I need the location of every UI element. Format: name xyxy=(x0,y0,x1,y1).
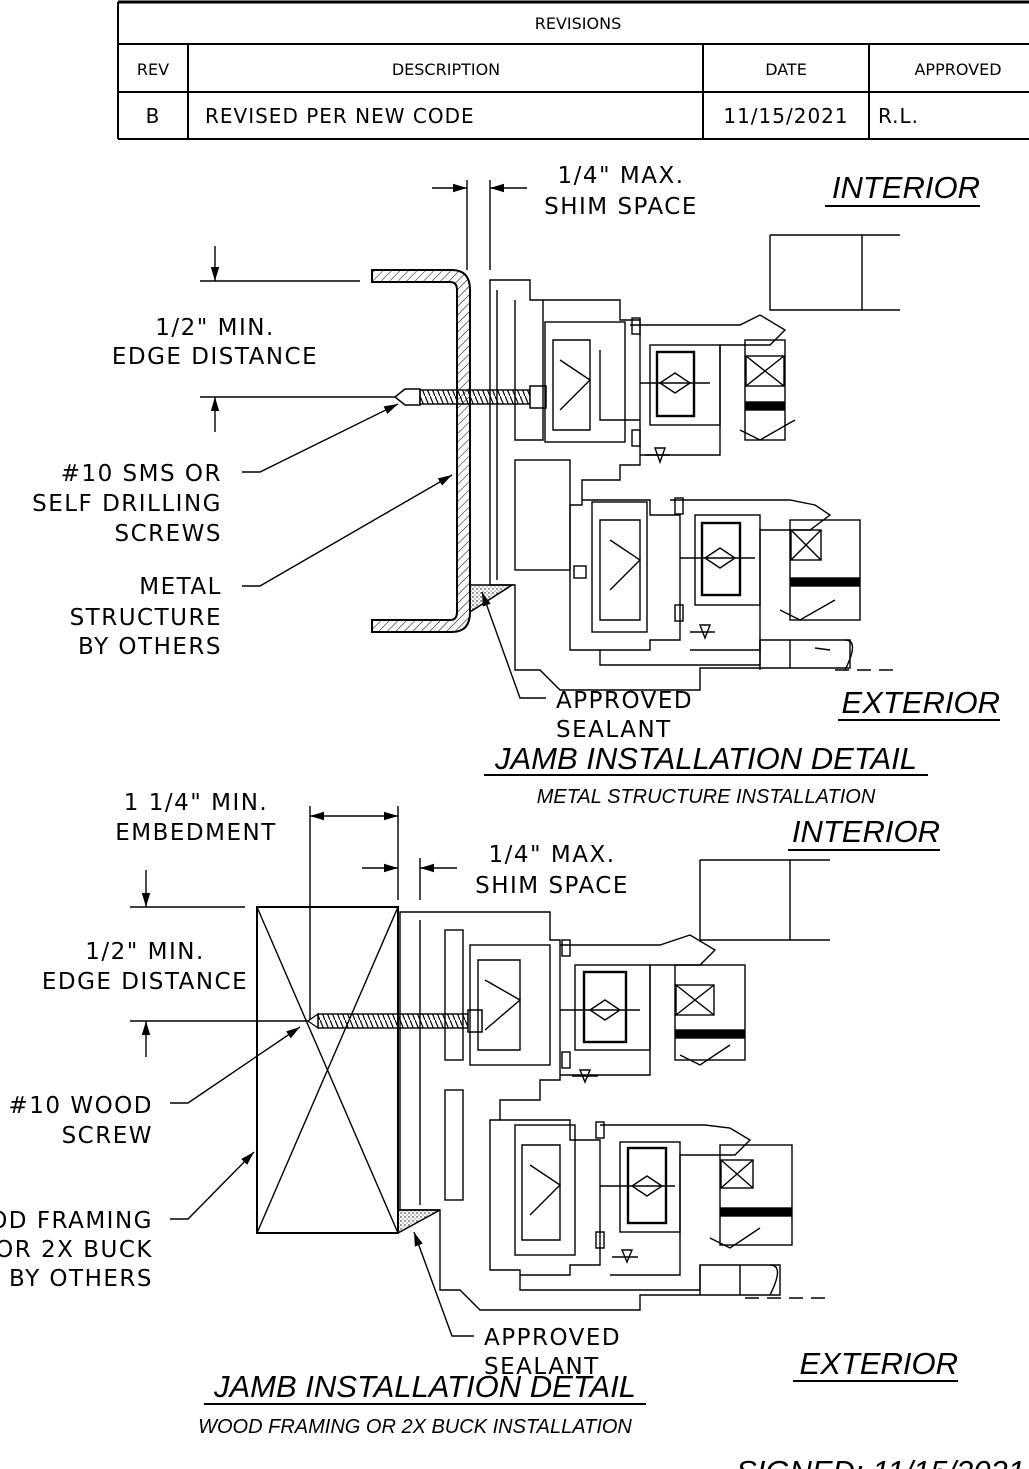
detail1-subtitle: METAL STRUCTURE INSTALLATION xyxy=(537,786,876,808)
wood-screw-line2: SCREW xyxy=(62,1123,153,1149)
detail2-subtitle: WOOD FRAMING OR 2X BUCK INSTALLATION xyxy=(198,1416,632,1438)
signed-stamp: SIGNED: 11/15/2021 xyxy=(736,1454,1025,1469)
sealant-line1: APPROVED xyxy=(556,688,693,714)
framing-line3: BY OTHERS xyxy=(9,1266,153,1292)
embed-dim-line2: EMBEDMENT xyxy=(115,820,277,846)
sealant2-line1: APPROVED xyxy=(484,1325,621,1351)
sms-screw xyxy=(393,385,547,409)
screws-line3: SCREWS xyxy=(114,521,222,547)
rev-value: B xyxy=(146,104,161,128)
description-header: DESCRIPTION xyxy=(392,60,500,79)
shim-dim-line1: 1/4" MAX. xyxy=(557,163,684,189)
sealant2-line2: SEALANT xyxy=(484,1354,600,1380)
shim2-line2: SHIM SPACE xyxy=(475,873,629,899)
exterior-label: EXTERIOR xyxy=(842,685,1000,720)
date-header: DATE xyxy=(765,60,807,79)
revisions-title: REVISIONS xyxy=(535,14,621,33)
date-value: 11/15/2021 xyxy=(723,104,848,128)
shim-dim-line2: SHIM SPACE xyxy=(544,194,698,220)
edge-dim-line1: 1/2" MIN. xyxy=(155,315,275,341)
wood-buck xyxy=(256,906,399,1234)
description-value: REVISED PER NEW CODE xyxy=(205,104,475,128)
window-frame-1 xyxy=(489,234,900,691)
framing-line2: OR 2X BUCK xyxy=(0,1237,153,1263)
exterior2-label: EXTERIOR xyxy=(800,1346,958,1381)
structure-line3: BY OTHERS xyxy=(78,634,222,660)
shim2-line1: 1/4" MAX. xyxy=(488,842,615,868)
wood-screw-line1: #10 WOOD xyxy=(8,1093,153,1119)
window-frame-2b xyxy=(500,1119,830,1299)
window-frame-1b xyxy=(582,497,900,671)
rev-header: REV xyxy=(137,60,169,79)
approved-value: R.L. xyxy=(878,104,919,128)
approved-header: APPROVED xyxy=(914,60,1001,79)
structure-line2: STRUCTURE xyxy=(70,605,222,631)
screws-line1: #10 SMS OR xyxy=(61,461,222,487)
interior2-label: INTERIOR xyxy=(792,814,940,849)
structure-line1: METAL xyxy=(139,574,222,600)
edge-dim-line2: EDGE DISTANCE xyxy=(112,344,318,370)
window-frame-2 xyxy=(399,859,830,1311)
wood-screw xyxy=(306,1009,483,1033)
revisions-table: REVISIONS REV DESCRIPTION DATE APPROVED … xyxy=(117,0,1029,140)
detail1-title: JAMB INSTALLATION DETAIL xyxy=(494,741,917,776)
interior-label: INTERIOR xyxy=(832,170,980,205)
edge2-line2: EDGE DISTANCE xyxy=(42,969,248,995)
detail-metal-structure: INTERIOR EXTERIOR 1/4" MAX. SHIM SPACE 1… xyxy=(32,163,1000,808)
edge2-line1: 1/2" MIN. xyxy=(85,939,205,965)
embed-dim-line1: 1 1/4" MIN. xyxy=(124,790,269,816)
detail-wood-framing: INTERIOR EXTERIOR 1 1/4" MIN. EMBEDMENT … xyxy=(0,790,958,1438)
screws-line2: SELF DRILLING xyxy=(32,491,222,517)
sealant-line2: SEALANT xyxy=(556,717,672,743)
framing-line1: WOOD FRAMING xyxy=(0,1208,153,1234)
detail2-title: JAMB INSTALLATION DETAIL xyxy=(213,1369,636,1404)
